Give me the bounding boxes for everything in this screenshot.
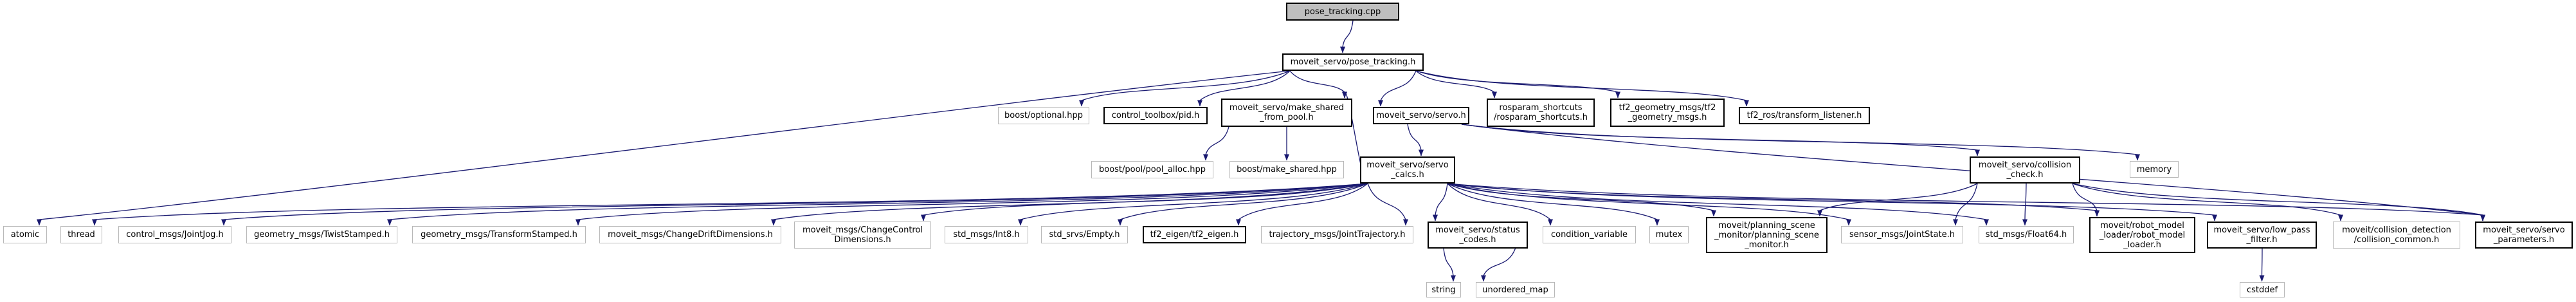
- edge-col_check-to-colcommon: [2072, 183, 2343, 222]
- edge-servo_calcs-to-jointstate: [1447, 183, 1851, 226]
- edge-servo_calcs-to-condvar: [1447, 183, 1553, 226]
- edge-servo_h-to-col_check: [1461, 124, 1980, 156]
- edge-pth-to-atomic: [37, 70, 1291, 226]
- graph-node-thread: thread: [60, 226, 102, 243]
- edge-mkpool-to-pool_alloc: [1203, 126, 1229, 161]
- graph-node-umap: unordered_map: [1476, 282, 1555, 297]
- edge-servo_calcs-to-changecontrol: [921, 183, 1368, 222]
- graph-node-servo_calcs[interactable]: moveit_servo/servo _calcs.h: [1360, 156, 1455, 184]
- graph-node-rml[interactable]: moveit/robot_model _loader/robot_model _…: [2089, 217, 2195, 253]
- graph-node-jointstate: sensor_msgs/JointState.h: [1841, 226, 1963, 243]
- graph-node-psm[interactable]: moveit/planning_scene _monitor/planning_…: [1706, 217, 1828, 253]
- edge-pth-to-mkpool: [1289, 70, 1347, 99]
- graph-node-traj: trajectory_msgs/JointTrajectory.h: [1261, 226, 1413, 243]
- graph-node-mutex: mutex: [1649, 226, 1689, 243]
- graph-node-jointjog: control_msgs/JointJog.h: [118, 226, 231, 243]
- graph-node-servo_h[interactable]: moveit_servo/servo.h: [1373, 107, 1469, 124]
- edge-lowpass-to-cstddef: [2259, 248, 2265, 282]
- graph-node-memory: memory: [2130, 161, 2179, 178]
- edge-servo_calcs-to-traj: [1367, 183, 1408, 226]
- edge-status-to-umap: [1481, 248, 1516, 282]
- edge-servo_calcs-to-changedrift: [771, 183, 1368, 226]
- edge-pth-to-servo_h: [1378, 70, 1417, 107]
- edge-servo_h-to-memory: [1461, 124, 2140, 161]
- edge-col_check-to-float64: [2022, 183, 2027, 226]
- edge-servo_calcs-to-lowpass: [1447, 183, 2217, 222]
- edge-servo_calcs-to-status: [1433, 183, 1448, 222]
- edge-pth-to-pid: [1197, 70, 1291, 107]
- graph-node-pid[interactable]: control_toolbox/pid.h: [1103, 107, 1208, 124]
- graph-node-cstddef: cstddef: [2240, 282, 2285, 297]
- graph-node-int8: std_msgs/Int8.h: [945, 226, 1028, 243]
- edge-servo_calcs-to-empty: [1118, 183, 1368, 226]
- graph-node-tf2ros[interactable]: tf2_ros/transform_listener.h: [1739, 107, 1870, 124]
- graph-node-string: string: [1426, 282, 1461, 297]
- graph-node-boost_optional: boost/optional.hpp: [998, 107, 1089, 124]
- edge-col_check-to-psm: [1817, 183, 1978, 217]
- graph-node-colcommon: moveit/collision_detection /collision_co…: [2333, 222, 2460, 249]
- graph-node-pool_alloc: boost/pool/pool_alloc.hpp: [1091, 161, 1213, 178]
- edge-col_check-to-rml: [2072, 183, 2100, 217]
- graph-node-condvar: condition_variable: [1543, 226, 1636, 243]
- edge-servo_calcs-to-tf2eigen: [1236, 183, 1368, 226]
- graph-node-root[interactable]: pose_tracking.cpp: [1286, 3, 1399, 21]
- edge-pth-to-tf2geom: [1415, 70, 1620, 99]
- edge-servo_h-to-servo_calcs: [1407, 124, 1424, 156]
- edge-servo_calcs-to-mutex: [1447, 183, 1660, 226]
- graph-node-status[interactable]: moveit_servo/status _codes.h: [1428, 222, 1528, 249]
- edge-servo_calcs-to-float64: [1447, 183, 1989, 226]
- graph-node-transform: geometry_msgs/TransformStamped.h: [412, 226, 586, 243]
- edge-servo_calcs-to-servoparams: [1447, 183, 2485, 222]
- graph-node-lowpass[interactable]: moveit_servo/low_pass _filter.h: [2207, 222, 2317, 249]
- edge-pth-to-boost_optional: [1079, 70, 1291, 107]
- edge-servo_calcs-to-thread: [92, 183, 1368, 226]
- edge-servo_calcs-to-transform: [576, 183, 1368, 226]
- graph-node-float64: std_msgs/Float64.h: [1979, 226, 2074, 243]
- graph-node-atomic: atomic: [3, 226, 47, 243]
- edge-pth-to-tf2ros: [1415, 70, 1749, 107]
- edge-servo_calcs-to-psm: [1447, 183, 1716, 217]
- edge-servo_calcs-to-jointjog: [221, 183, 1368, 226]
- edge-servo_calcs-to-twist: [387, 183, 1368, 226]
- edge-root-to-pth: [1340, 20, 1354, 53]
- edge-servo_calcs-to-int8: [1018, 183, 1368, 226]
- graph-node-col_check[interactable]: moveit_servo/collision _check.h: [1970, 156, 2080, 184]
- graph-node-mkpool[interactable]: moveit_servo/make_shared _from_pool.h: [1221, 99, 1352, 127]
- graph-node-tf2geom[interactable]: tf2_geometry_msgs/tf2 _geometry_msgs.h: [1610, 99, 1725, 127]
- edge-col_check-to-jointstate: [1953, 183, 1978, 226]
- edge-pth-to-rosparam: [1415, 70, 1497, 99]
- graph-node-mkshared: boost/make_shared.hpp: [1229, 161, 1344, 178]
- edge-status-to-string: [1443, 248, 1456, 282]
- graph-node-tf2eigen[interactable]: tf2_eigen/tf2_eigen.h: [1143, 226, 1246, 243]
- graph-node-servoparams[interactable]: moveit_servo/servo _parameters.h: [2475, 222, 2573, 249]
- graph-node-changedrift: moveit_msgs/ChangeDriftDimensions.h: [599, 226, 781, 243]
- graph-node-rosparam[interactable]: rosparam_shortcuts /rosparam_shortcuts.h: [1487, 99, 1595, 127]
- graph-node-pth[interactable]: moveit_servo/pose_tracking.h: [1282, 53, 1424, 71]
- graph-node-changecontrol: moveit_msgs/ChangeControl Dimensions.h: [794, 222, 931, 249]
- edge-col_check-to-servoparams: [2072, 183, 2485, 222]
- graph-node-empty: std_srvs/Empty.h: [1041, 226, 1128, 243]
- graph-node-twist: geometry_msgs/TwistStamped.h: [246, 226, 397, 243]
